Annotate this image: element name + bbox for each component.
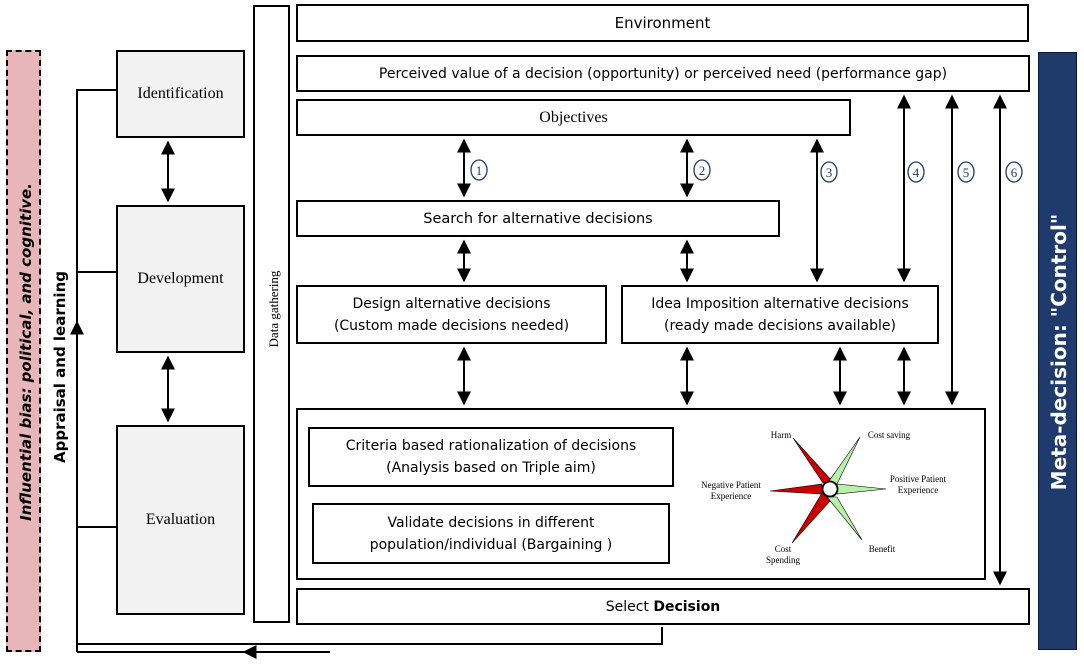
design-alternatives-box: Design alternative decisions (Custom mad… <box>296 285 607 344</box>
identification-label: Identification <box>137 85 224 102</box>
number-1: 1 <box>476 163 483 178</box>
perceived-value-box: Perceived value of a decision (opportuni… <box>296 55 1030 92</box>
objectives-box: Objectives <box>296 99 851 136</box>
environment-box: Environment <box>296 4 1029 42</box>
cost-spending-label-1: Cost <box>775 544 792 554</box>
benefit-spike <box>826 496 863 541</box>
appraisal-loop <box>76 89 663 645</box>
harm-label: Harm <box>771 430 792 440</box>
search-alternatives-box: Search for alternative decisions <box>296 200 780 237</box>
positive-spike <box>836 483 887 495</box>
positive-label-2: Experience <box>898 485 938 495</box>
validate-line1: Validate decisions in different <box>387 514 595 531</box>
select-decision-box: Select Decision <box>296 588 1030 625</box>
number-4: 4 <box>913 165 920 180</box>
cost-saving-label: Cost saving <box>868 430 911 440</box>
objectives-label: Objectives <box>539 108 608 126</box>
select-decision-text: Select Decision <box>606 599 721 615</box>
search-alternatives-label: Search for alternative decisions <box>423 210 653 227</box>
meta-decision-bar: Meta-decision: "Control" <box>1038 52 1077 650</box>
validate-box: Validate decisions in different populati… <box>312 503 670 564</box>
evaluation-box: Evaluation <box>116 425 245 615</box>
design-line2: (Custom made decisions needed) <box>333 317 570 334</box>
perceived-value-label: Perceived value of a decision (opportuni… <box>378 65 948 82</box>
validate-line2: population/individual (Bargaining ) <box>369 536 613 553</box>
criteria-line2: (Analysis based on Triple aim) <box>386 460 596 476</box>
idea-imposition-box: Idea Imposition alternative decisions (r… <box>621 285 939 344</box>
negative-spike <box>769 483 823 495</box>
development-label: Development <box>137 270 224 287</box>
cost-spending-spike <box>791 492 832 544</box>
cost-spending-label-2: Spending <box>766 555 801 565</box>
star-center <box>821 480 839 498</box>
negative-label-2: Experience <box>711 491 751 501</box>
triple-aim-star <box>769 436 887 544</box>
design-line1: Design alternative decisions <box>352 295 551 312</box>
criteria-line1: Criteria based rationalization of decisi… <box>345 438 637 454</box>
benefit-label: Benefit <box>869 544 896 554</box>
idea-line1: Idea Imposition alternative decisions <box>651 295 909 312</box>
number-5: 5 <box>963 165 970 180</box>
number-3: 3 <box>826 165 833 180</box>
development-box: Development <box>116 205 245 353</box>
influential-bias-bar: Influential bias: political, and cogniti… <box>6 50 41 652</box>
number-2: 2 <box>699 163 706 178</box>
data-gathering-column: Data gathering <box>253 5 290 623</box>
cost-saving-spike <box>826 436 861 485</box>
harm-spike <box>792 437 833 484</box>
environment-label: Environment <box>614 14 711 32</box>
evaluation-label: Evaluation <box>145 511 216 528</box>
positive-label-1: Positive Patient <box>890 474 947 484</box>
negative-label-1: Negative Patient <box>701 480 761 490</box>
select-bold: Decision <box>653 598 721 615</box>
number-6: 6 <box>1011 165 1018 180</box>
select-prefix: Select <box>605 598 654 615</box>
idea-line2: (ready made decisions available) <box>664 317 896 334</box>
criteria-box: Criteria based rationalization of decisi… <box>308 427 674 487</box>
identification-box: Identification <box>116 50 245 138</box>
